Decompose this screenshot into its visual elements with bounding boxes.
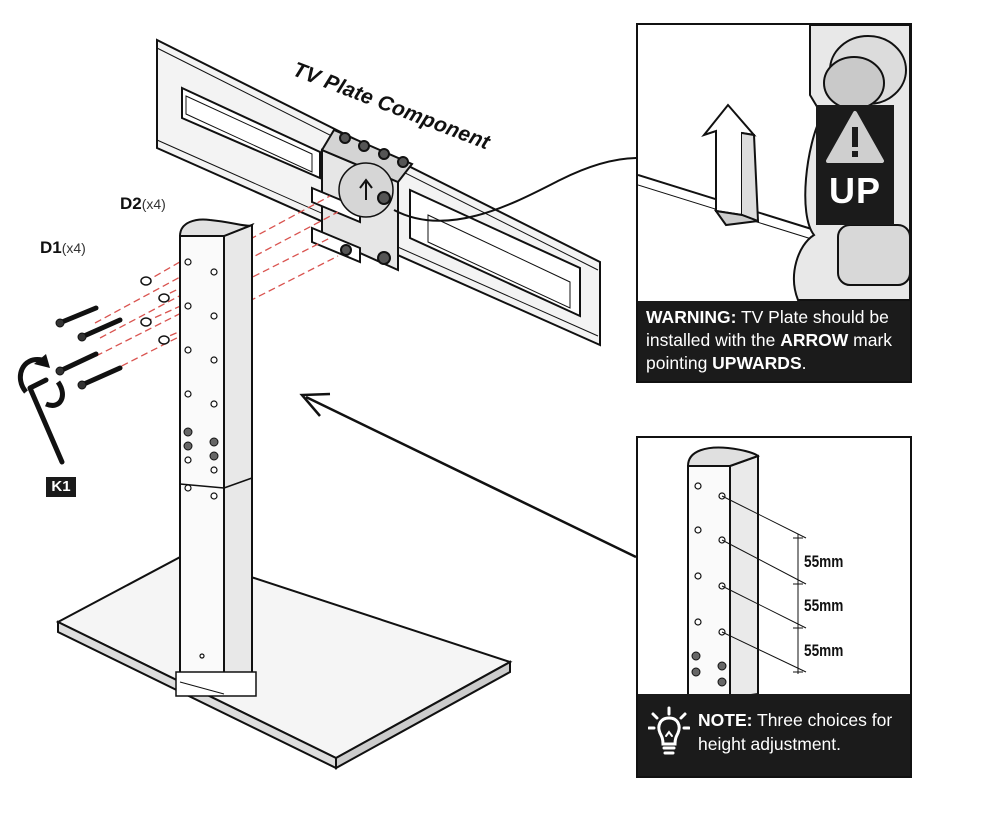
- column-detail-drawing: [686, 446, 807, 700]
- note-detail-panel: 55mm 55mm 55mm NOTE: Three choices for h…: [636, 436, 912, 778]
- d1-label: D1(x4): [40, 238, 86, 258]
- warning-prefix: WARNING:: [646, 307, 737, 327]
- k1-label: K1: [46, 477, 76, 497]
- bolts-d1: [59, 305, 123, 387]
- tv-plate-mount: [311, 128, 414, 272]
- d2-label: D2(x4): [120, 194, 166, 214]
- warning-text-3: .: [801, 353, 807, 373]
- hex-key-k1: [27, 377, 65, 465]
- note-prefix: NOTE:: [698, 710, 753, 730]
- warning-text-box: WARNING: TV Plate should be installed wi…: [638, 301, 910, 381]
- note-text: Three choices for height adjustment.: [698, 710, 893, 754]
- lightbulb-icon: [648, 706, 690, 755]
- note-text-box: NOTE: Three choices for height adjustmen…: [638, 694, 910, 776]
- d1-qty: (x4): [61, 240, 86, 256]
- warning-text-1: TV Plate should be installed with the: [646, 307, 889, 350]
- warning-bold-arrow: ARROW: [780, 330, 849, 350]
- warning-text-2: mark pointing: [646, 330, 893, 373]
- dimension-label-1: 55mm: [804, 552, 844, 571]
- d1-code: D1: [40, 238, 62, 257]
- callout-line-warning: [393, 157, 639, 222]
- base-plate: [55, 553, 513, 770]
- pointer-arrow-icon: [299, 392, 637, 559]
- dimension-label-3: 55mm: [804, 641, 844, 660]
- up-text: UP: [828, 170, 881, 211]
- stand-column: [175, 218, 257, 697]
- up-badge: UP: [816, 105, 894, 225]
- warning-detail-panel: UP WARNING: TV Plate should be installed…: [636, 23, 912, 383]
- dimension-label-2: 55mm: [804, 596, 844, 615]
- d2-qty: (x4): [141, 196, 166, 212]
- warning-bold-upwards: UPWARDS: [712, 353, 802, 373]
- d2-code: D2: [120, 194, 142, 213]
- washers-d2: [140, 276, 170, 345]
- rotation-arrow-icon: [18, 357, 65, 408]
- warning-triangle-icon: [826, 111, 884, 163]
